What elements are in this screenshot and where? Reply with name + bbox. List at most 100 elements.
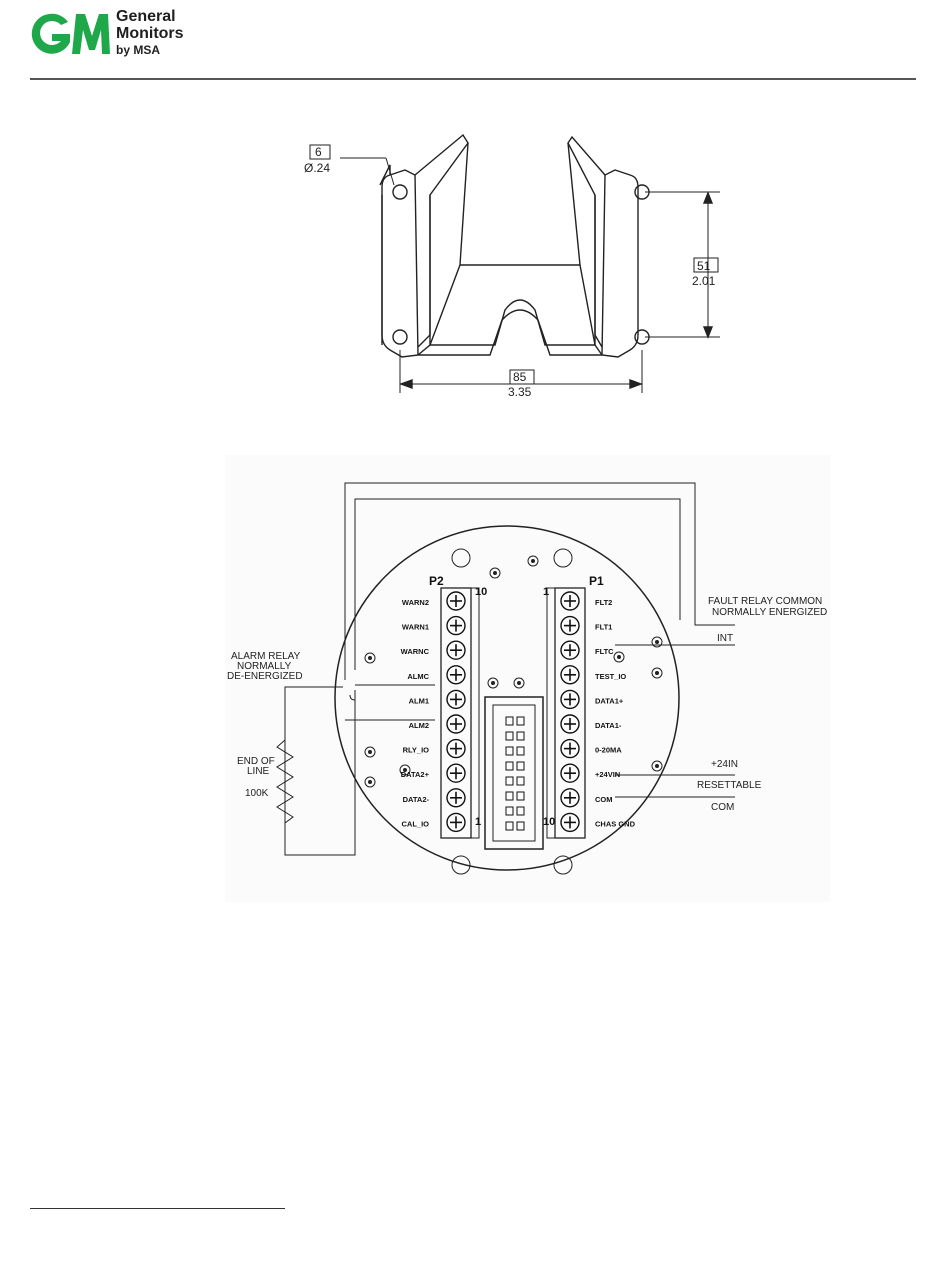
- terminal-label: WARNC: [401, 647, 430, 656]
- hole-bottom-left: [392, 329, 408, 345]
- p1-label: P1: [589, 574, 604, 588]
- p2-screw-4: [446, 665, 466, 685]
- resettable-label: RESETTABLE: [697, 780, 762, 791]
- p1-block-edge: [546, 587, 556, 839]
- connector-pin: [505, 806, 514, 816]
- terminal-label: ALM1: [409, 696, 429, 705]
- logo-m-shape: [72, 14, 110, 54]
- p2-screw-5: [446, 689, 466, 710]
- fault-relay-line1: FAULT RELAY COMMON: [708, 596, 822, 607]
- p2-screw-2: [446, 615, 466, 636]
- gm-logo: [28, 8, 198, 62]
- p1-screws: [560, 591, 580, 833]
- connector-pin: [505, 761, 514, 771]
- terminal-label: WARN1: [402, 623, 429, 632]
- plus24-label: +24IN: [711, 759, 738, 770]
- p2-screw-9: [446, 788, 466, 808]
- connector-pin: [516, 746, 525, 756]
- connector-pin: [516, 791, 525, 801]
- terminal-label: DATA1+: [595, 696, 624, 705]
- connector-pin: [516, 776, 525, 786]
- p2-screw-8: [446, 763, 466, 783]
- brand-text: General Monitors by MSA: [116, 8, 184, 58]
- inner-loop-wire: [354, 498, 681, 670]
- mount-hole-2: [553, 548, 573, 568]
- base-plate: [429, 264, 596, 346]
- terminal-label: DATA1-: [595, 721, 622, 730]
- center-connector: [484, 696, 544, 850]
- wiring-diagram-background: [225, 455, 830, 902]
- connector-pin: [516, 806, 525, 816]
- connector-pin: [516, 761, 525, 771]
- terminal-label: RLY_IO: [403, 746, 430, 755]
- horizontal-dim-mm: 85: [513, 370, 527, 384]
- p2-screws: [446, 591, 466, 833]
- hole-dim-mm: 6: [315, 145, 322, 159]
- p1-screw-2: [560, 615, 580, 636]
- connector-pin: [505, 791, 514, 801]
- p1-screw-3: [560, 640, 580, 660]
- terminal-label: FLT1: [595, 623, 612, 632]
- mounting-bracket-drawing: 6 Ø.24 51 2.01 85 3.35: [304, 133, 720, 399]
- p1-screw-6: [560, 714, 580, 734]
- p2-pin-bottom: 1: [475, 816, 481, 828]
- terminal-label: CHAS GND: [595, 819, 636, 828]
- eol-resistor: [276, 739, 294, 855]
- connector-pin: [505, 821, 514, 831]
- left-wall: [414, 133, 469, 356]
- eol-wire: [284, 690, 356, 856]
- hole-dim-in: Ø.24: [304, 161, 330, 175]
- alarm-relay-line3: DE-ENERGIZED: [227, 671, 303, 682]
- footnote-rule: [30, 1208, 285, 1209]
- center-connector-inner: [492, 704, 536, 842]
- mount-hole-4: [553, 855, 573, 875]
- connector-pins: [505, 716, 525, 831]
- terminal-label: WARN2: [402, 598, 429, 607]
- connector-pin: [516, 731, 525, 741]
- terminal-label: COM: [595, 795, 613, 804]
- p1-screw-5: [560, 689, 580, 710]
- p1-screw-4: [560, 665, 580, 685]
- right-wall: [567, 135, 606, 356]
- connector-pin: [505, 746, 514, 756]
- terminal-label: 0-20MA: [595, 746, 622, 755]
- p2-terminal-labels: WARN2WARN1WARNCALMCALM1ALM2RLY_IODATA2+D…: [401, 598, 430, 828]
- p2-screw-6: [446, 714, 466, 734]
- horizontal-dim-in: 3.35: [508, 385, 532, 399]
- p2-screw-7: [446, 738, 466, 759]
- enclosure-outline: [334, 525, 680, 871]
- connector-pin: [516, 821, 525, 831]
- eol-value: 100K: [245, 788, 269, 799]
- header-divider: [30, 78, 916, 80]
- p1-screw-7: [560, 738, 580, 759]
- mount-hole-3: [451, 855, 471, 875]
- alarm-relay-line1: ALARM RELAY: [231, 651, 301, 662]
- p2-label: P2: [429, 574, 444, 588]
- right-flange: [601, 169, 639, 358]
- terminal-label: FLT2: [595, 598, 612, 607]
- terminal-label: DATA2+: [401, 770, 430, 779]
- connector-pin: [505, 731, 514, 741]
- p1-screw-1: [560, 591, 580, 611]
- int-label: INT: [717, 633, 733, 644]
- p2-screw-3: [446, 640, 466, 660]
- vertical-dim-mm: 51: [697, 259, 711, 273]
- terminal-label: ALM2: [409, 721, 429, 730]
- p2-block-edge: [470, 587, 480, 839]
- com-label: COM: [711, 802, 734, 813]
- logo-g-shape: [31, 13, 70, 54]
- p1-screw-10: [560, 812, 580, 833]
- fault-relay-line2: NORMALLY ENERGIZED: [712, 607, 827, 618]
- gm-logo-mark: [31, 13, 110, 54]
- alarm-relay-line2: NORMALLY: [237, 661, 292, 672]
- left-flange: [381, 169, 419, 358]
- connector-pin: [516, 716, 525, 726]
- terminal-label: ALMC: [407, 672, 429, 681]
- terminal-label: CAL_IO: [401, 819, 429, 828]
- brand-line-3: by MSA: [116, 43, 161, 57]
- fault-relay-wire: [344, 482, 735, 680]
- terminal-label: FLTC: [595, 647, 614, 656]
- hole-top-left: [392, 184, 408, 200]
- terminal-label: TEST_IO: [595, 672, 626, 681]
